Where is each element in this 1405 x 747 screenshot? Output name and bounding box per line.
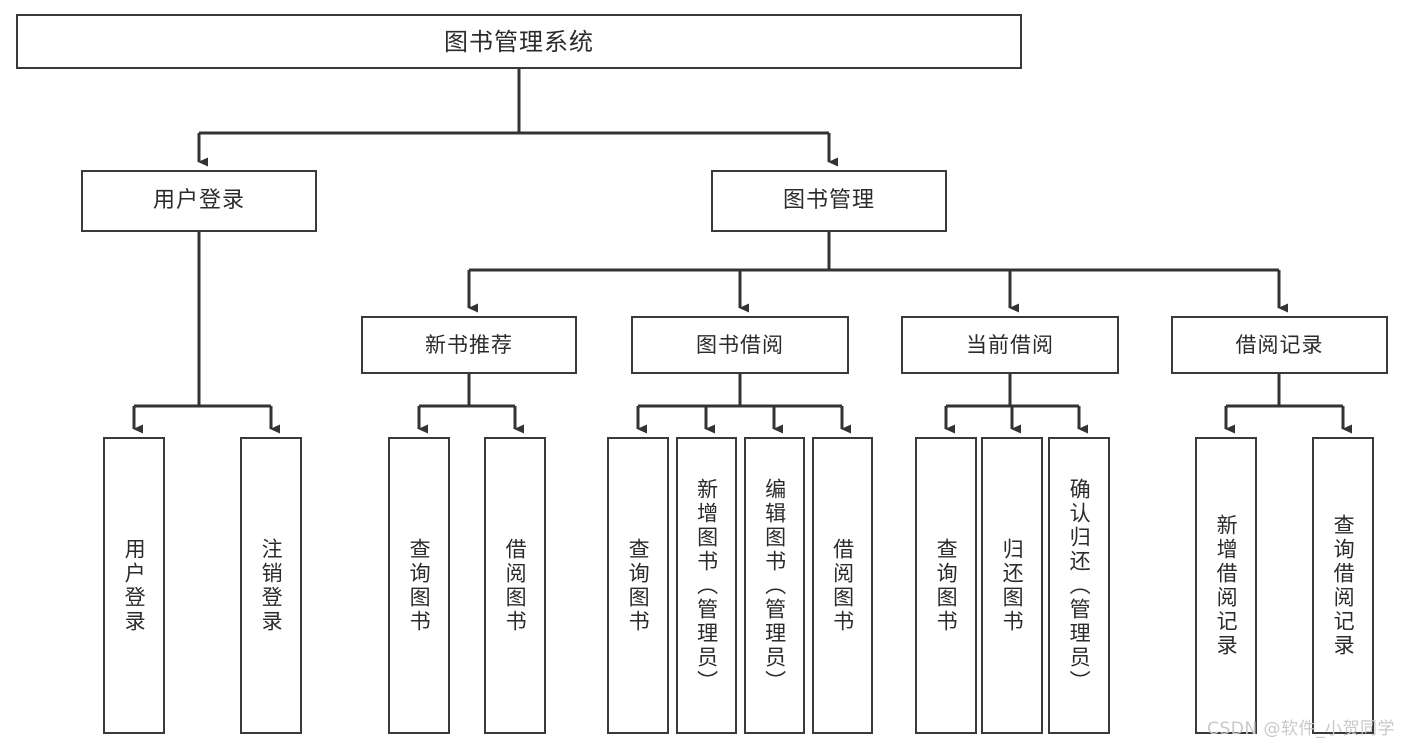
node-label: 确认归还（管理员） [1067, 477, 1092, 694]
node-book-management[interactable]: 图书管理 [711, 170, 947, 232]
node-current-borrow[interactable]: 当前借阅 [901, 316, 1119, 374]
node-user-login[interactable]: 用户登录 [81, 170, 317, 232]
node-label: 查询借阅记录 [1331, 513, 1356, 658]
node-label: 图书管理系统 [444, 27, 594, 56]
node-label: 查询图书 [407, 537, 432, 634]
node-book-borrow[interactable]: 图书借阅 [631, 316, 849, 374]
node-leaf-user-login[interactable]: 用户登录 [103, 437, 165, 734]
node-label: 新书推荐 [425, 332, 513, 357]
node-label: 当前借阅 [966, 332, 1054, 357]
node-leaf-query-borrow-record[interactable]: 查询借阅记录 [1312, 437, 1374, 734]
node-label: 编辑图书（管理员） [762, 477, 787, 694]
node-new-book-recommend[interactable]: 新书推荐 [361, 316, 577, 374]
node-label: 查询图书 [626, 537, 651, 634]
node-label: 借阅图书 [830, 537, 855, 634]
node-leaf-return-book[interactable]: 归还图书 [981, 437, 1043, 734]
node-label: 用户登录 [152, 188, 245, 214]
node-leaf-edit-book[interactable]: 编辑图书（管理员） [744, 437, 805, 734]
node-leaf-query-book-1[interactable]: 查询图书 [388, 437, 450, 734]
node-label: 图书管理 [782, 188, 875, 214]
node-leaf-confirm-return[interactable]: 确认归还（管理员） [1048, 437, 1110, 734]
node-label: 借阅图书 [503, 537, 528, 634]
node-label: 新增图书（管理员） [694, 477, 719, 694]
node-label: 用户登录 [122, 537, 147, 634]
node-label: 新增借阅记录 [1214, 513, 1239, 658]
node-borrow-record[interactable]: 借阅记录 [1171, 316, 1388, 374]
node-leaf-add-borrow-record[interactable]: 新增借阅记录 [1195, 437, 1257, 734]
node-leaf-borrow-book-1[interactable]: 借阅图书 [484, 437, 546, 734]
node-label: 借阅记录 [1235, 332, 1324, 357]
node-label: 注销登录 [259, 537, 284, 634]
node-leaf-borrow-book-2[interactable]: 借阅图书 [812, 437, 873, 734]
node-leaf-query-book-2[interactable]: 查询图书 [607, 437, 669, 734]
node-leaf-add-book[interactable]: 新增图书（管理员） [676, 437, 737, 734]
node-root-system[interactable]: 图书管理系统 [16, 14, 1022, 69]
csdn-watermark: CSDN @软件_小贺同学 [1207, 719, 1395, 739]
node-leaf-logout-login[interactable]: 注销登录 [240, 437, 302, 734]
node-label: 归还图书 [1000, 537, 1025, 634]
node-leaf-query-book-3[interactable]: 查询图书 [915, 437, 977, 734]
node-label: 图书借阅 [696, 332, 784, 357]
node-label: 查询图书 [934, 537, 959, 634]
